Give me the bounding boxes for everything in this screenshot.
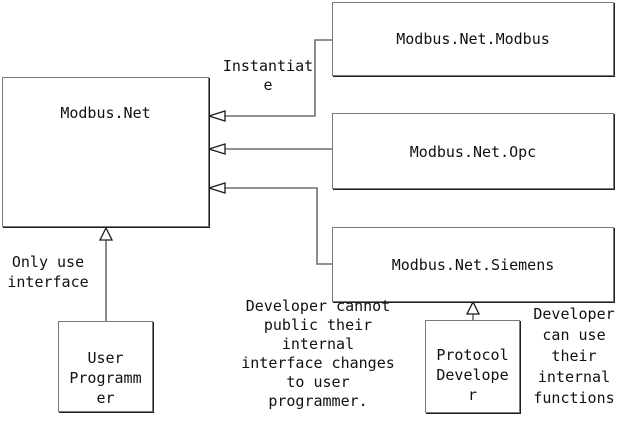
node-user-programmer: User Programm er bbox=[58, 321, 153, 412]
open-arrowhead-icon bbox=[98, 226, 114, 241]
edge-modbus-to-core bbox=[206, 39, 332, 122]
node-modbus-net-modbus-label: Modbus.Net.Modbus bbox=[396, 30, 550, 48]
open-arrowhead-icon bbox=[206, 182, 226, 194]
edge-siemens-to-core bbox=[206, 182, 332, 265]
edge-user-to-core bbox=[98, 226, 114, 321]
node-protocol-developer: Protocol Develope r bbox=[425, 320, 520, 413]
annotation-only-use-interface: Only use interface bbox=[7, 253, 89, 291]
node-modbus-net-siemens-label: Modbus.Net.Siemens bbox=[391, 256, 555, 274]
annotation-developer-cannot: Developer cannot public their internal i… bbox=[241, 297, 395, 410]
open-arrowhead-icon bbox=[206, 110, 226, 122]
edge-modbus-line bbox=[225, 39, 332, 117]
edge-opc-to-core bbox=[206, 143, 332, 155]
node-modbus-net: Modbus.Net bbox=[2, 77, 209, 227]
node-modbus-net-siemens: Modbus.Net.Siemens bbox=[332, 227, 614, 302]
node-modbus-net-modbus: Modbus.Net.Modbus bbox=[332, 2, 614, 76]
node-protocol-developer-label: Protocol Develope r bbox=[436, 346, 509, 404]
edge-siemens-line bbox=[225, 187, 332, 265]
open-arrowhead-icon bbox=[465, 300, 481, 315]
edge-protocol-to-siemens bbox=[465, 300, 481, 320]
node-user-programmer-label: User Programm er bbox=[69, 349, 142, 407]
node-modbus-net-opc-label: Modbus.Net.Opc bbox=[409, 143, 537, 161]
node-modbus-net-opc: Modbus.Net.Opc bbox=[332, 113, 614, 189]
annotation-instantiate: Instantiat e bbox=[222, 57, 314, 94]
annotation-developer-can: Developer can use their internal functio… bbox=[533, 305, 615, 407]
node-modbus-net-label: Modbus.Net bbox=[60, 104, 151, 122]
open-arrowhead-icon bbox=[206, 143, 226, 155]
